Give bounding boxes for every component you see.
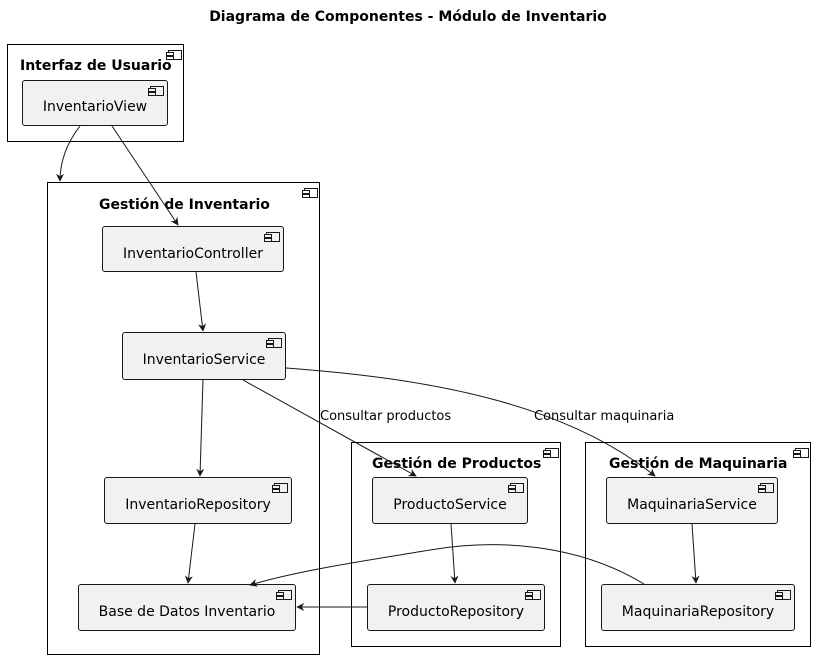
component-icon — [266, 338, 282, 348]
edge-label-consultar-maquinaria: Consultar maquinaria — [534, 409, 675, 424]
component-producto-service[interactable]: ProductoService — [372, 477, 528, 524]
package-icon — [543, 448, 559, 458]
edge-label-consultar-productos: Consultar productos — [320, 409, 452, 424]
component-icon — [508, 483, 524, 493]
package-icon — [166, 50, 182, 60]
component-icon — [148, 86, 164, 96]
edge-view-to-controller — [111, 125, 179, 226]
component-icon — [775, 590, 791, 600]
component-inventario-view[interactable]: InventarioView — [22, 80, 168, 126]
edge-maquinaria-repository-to-basedatos — [249, 544, 645, 587]
component-icon — [758, 483, 774, 493]
component-icon — [264, 232, 280, 242]
package-icon — [302, 188, 318, 198]
edge-service-to-producto-service — [242, 379, 417, 477]
component-maquinaria-repository[interactable]: MaquinariaRepository — [601, 584, 795, 631]
component-label: MaquinariaService — [627, 497, 757, 513]
component-inventario-service[interactable]: InventarioService — [122, 332, 286, 380]
component-label: Base de Datos Inventario — [98, 604, 276, 620]
component-label: InventarioController — [123, 246, 263, 262]
edge-repository-to-basedatos — [184, 523, 196, 584]
edge-producto-service-to-repository — [450, 523, 459, 584]
component-label: InventarioView — [42, 99, 148, 115]
edge-service-to-maquinaria-service — [285, 367, 656, 477]
package-title: Interfaz de Usuario — [20, 58, 172, 74]
component-label: ProductoService — [393, 497, 507, 513]
package-title: Gestión de Maquinaria — [609, 456, 788, 472]
component-base-datos-inventario[interactable]: Base de Datos Inventario — [78, 584, 296, 631]
package-icon — [793, 448, 809, 458]
component-maquinaria-service[interactable]: MaquinariaService — [606, 477, 778, 524]
component-producto-repository[interactable]: ProductoRepository — [367, 584, 545, 631]
component-label: MaquinariaRepository — [621, 604, 775, 620]
edge-maquinaria-service-to-repository — [691, 523, 700, 584]
component-label: InventarioService — [142, 352, 266, 368]
edge-view-to-gestion-inventario — [56, 125, 81, 182]
diagram-title: Diagrama de Componentes - Módulo de Inve… — [209, 9, 607, 25]
component-inventario-controller[interactable]: InventarioController — [102, 226, 284, 272]
edge-controller-to-service — [195, 271, 207, 332]
package-title: Gestión de Productos — [372, 456, 542, 472]
edge-service-to-repository — [196, 379, 205, 477]
component-icon — [276, 590, 292, 600]
component-inventario-repository[interactable]: InventarioRepository — [104, 477, 292, 524]
component-icon — [525, 590, 541, 600]
component-label: InventarioRepository — [125, 497, 271, 513]
component-icon — [272, 483, 288, 493]
component-label: ProductoRepository — [387, 604, 525, 620]
package-title: Gestión de Inventario — [99, 197, 270, 213]
